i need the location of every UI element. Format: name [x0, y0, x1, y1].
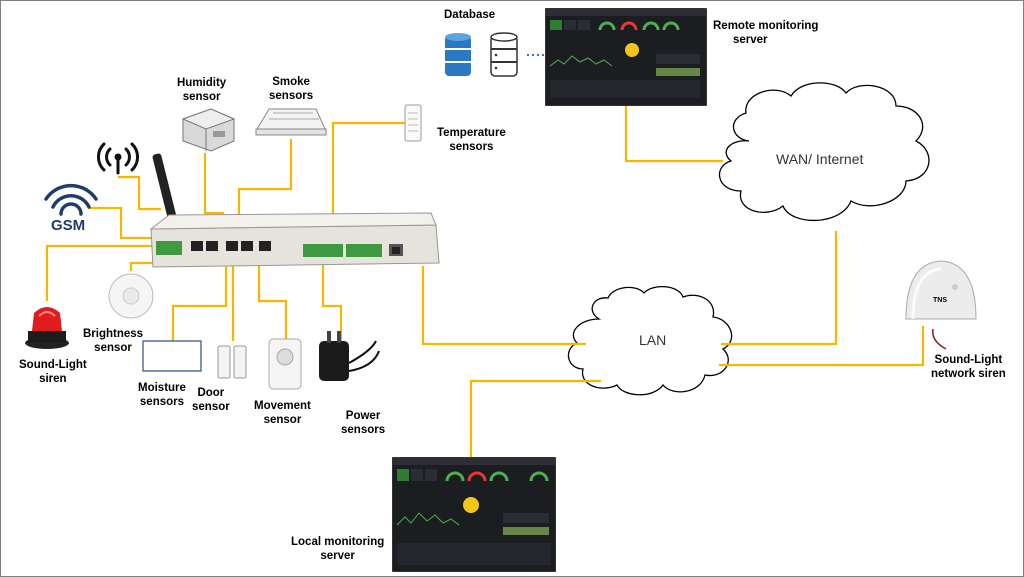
brightness-label-line1: Brightness [83, 328, 144, 340]
movement-label-line1: Movement [254, 400, 311, 412]
temperature-label-line1: Temperature [437, 127, 506, 139]
door-label: Door sensor [192, 386, 230, 414]
database-icon [490, 32, 518, 77]
moisture-label-line1: Moisture [138, 382, 186, 394]
brightness-label-line2: sensor [94, 342, 132, 354]
lan-label: LAN [639, 332, 667, 348]
gsm-label: GSM [51, 217, 86, 234]
network-siren-label-line2: network siren [931, 368, 1006, 380]
movement-label: Movement sensor [254, 399, 311, 427]
siren-label-line2: siren [39, 373, 67, 385]
remote-dashboard-screenshot [545, 8, 707, 106]
moisture-label: Moisture sensors [138, 381, 186, 409]
remote-server-label-line2: server [733, 34, 768, 46]
humidity-label-line2: sensor [182, 91, 221, 103]
network-siren-device [905, 260, 977, 350]
humidity-label: Humidity sensor [177, 76, 226, 104]
power-sensor-device [319, 331, 380, 381]
gsm-signal-icon [44, 183, 98, 216]
temperature-sensor-device [404, 104, 422, 142]
local-server-label-line1: Local monitoring [291, 536, 385, 548]
network-siren-brand: TNS [933, 297, 947, 304]
remote-server-label: Remote monitoring server [713, 19, 818, 47]
siren-label: Sound-Light siren [19, 358, 87, 386]
door-label-line1: Door [197, 387, 225, 399]
power-label-line1: Power [345, 410, 381, 422]
local-server-label: Local monitoring server [291, 535, 384, 563]
remote-server-label-line1: Remote monitoring [713, 20, 819, 32]
brightness-label: Brightness sensor [83, 327, 143, 355]
local-dashboard-screenshot [392, 457, 556, 572]
wan-cloud [718, 82, 930, 222]
power-label: Power sensors [341, 409, 385, 437]
moisture-label-line2: sensors [139, 396, 185, 408]
wan-label: WAN/ Internet [776, 151, 864, 167]
siren-icon [25, 307, 69, 349]
humidity-sensor-device [181, 108, 236, 152]
door-sensor-device [217, 345, 247, 379]
brightness-sensor-device [108, 273, 154, 319]
temperature-label-line2: sensors [449, 141, 494, 153]
humidity-label-line1: Humidity [177, 77, 227, 89]
lan-cloud [567, 286, 733, 396]
database-icon [445, 33, 471, 76]
smoke-label: Smoke sensors [269, 75, 313, 103]
smoke-label-line1: Smoke [272, 76, 310, 88]
movement-label-line2: sensor [263, 414, 302, 426]
local-server-label-line2: server [320, 550, 355, 562]
door-label-line2: sensor [192, 401, 230, 413]
network-siren-label: Sound-Light network siren [931, 353, 1006, 381]
database-label: Database [444, 9, 496, 21]
moisture-sensor-device [142, 340, 202, 372]
network-siren-label-line1: Sound-Light [934, 354, 1003, 366]
smoke-label-line2: sensors [269, 90, 314, 102]
power-label-line2: sensors [341, 424, 386, 436]
smoke-sensor-device [255, 108, 327, 136]
router-device [149, 153, 440, 268]
antenna-wifi-icon [97, 142, 139, 175]
siren-label-line1: Sound-Light [19, 359, 87, 371]
temperature-label: Temperature sensors [437, 126, 506, 154]
movement-sensor-device [268, 338, 302, 390]
